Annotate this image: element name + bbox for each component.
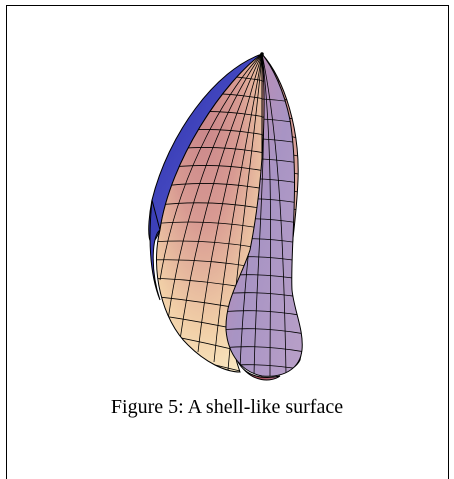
figure-caption: Figure 5: A shell-like surface bbox=[110, 396, 344, 418]
apex-point bbox=[260, 52, 264, 56]
bottom-cap bbox=[237, 361, 281, 381]
back-lobe-edge bbox=[149, 199, 161, 301]
figure-frame bbox=[6, 5, 449, 479]
